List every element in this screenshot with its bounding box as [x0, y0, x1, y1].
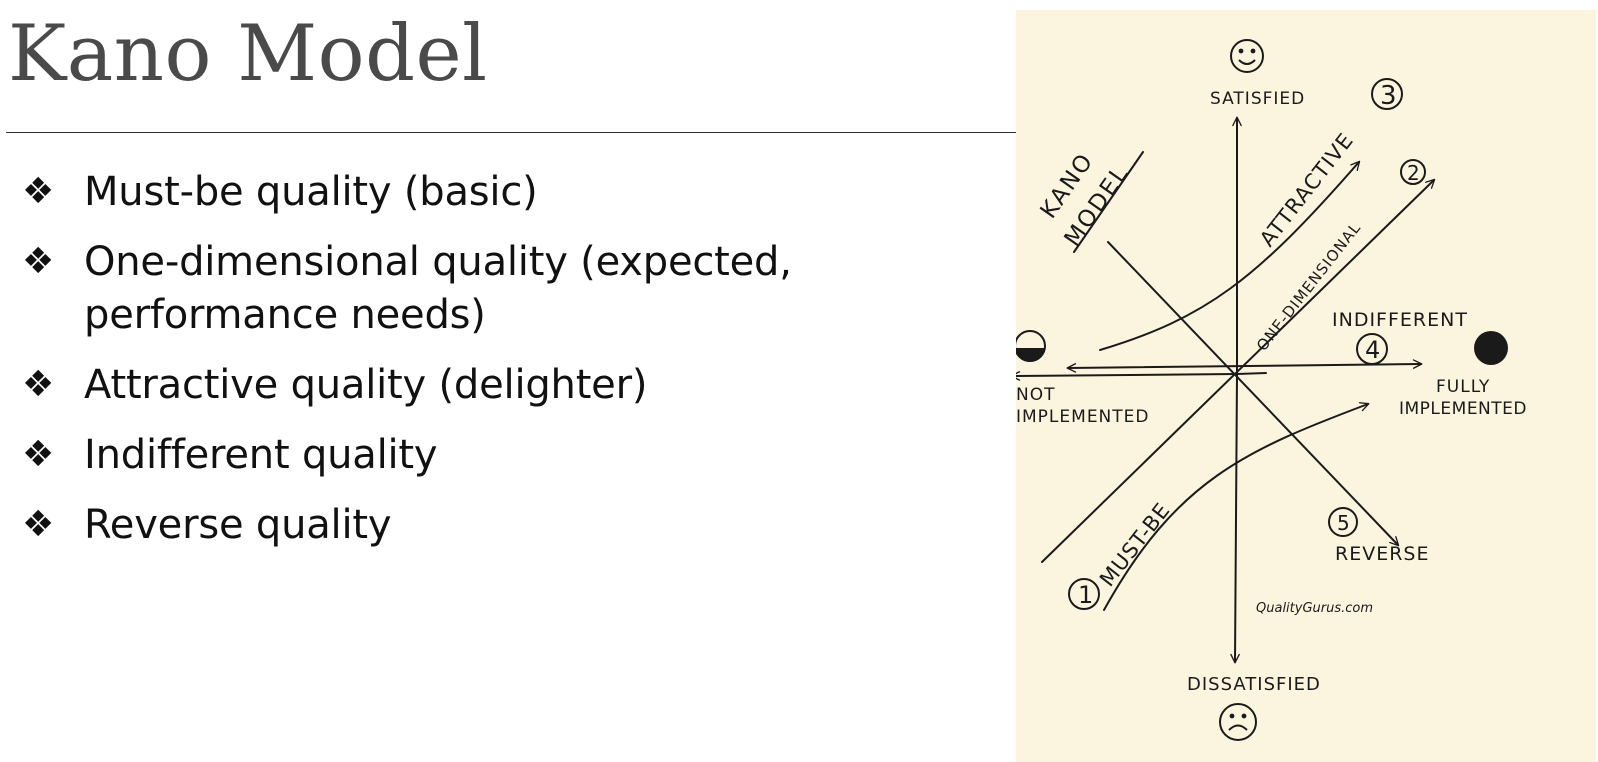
kano-diagram: SATISFIED DISSATISFIED NOT IMPLEMENTED F… — [1016, 10, 1596, 762]
slide-title: Kano Model — [8, 9, 488, 99]
list-item: ❖ Indifferent quality — [22, 429, 882, 482]
number-circle-4 — [1356, 333, 1388, 365]
reverse-line — [1107, 241, 1400, 547]
full-circle-icon — [1474, 331, 1508, 365]
list-item: ❖ Attractive quality (delighter) — [22, 359, 882, 412]
dissatisfied-label: DISSATISFIED — [1187, 674, 1321, 695]
fully-implemented-label-line1: FULLY — [1436, 377, 1490, 397]
credit-text: QualityGurus.com — [1256, 601, 1373, 616]
list-item: ❖ Reverse quality — [22, 499, 882, 552]
empty-circle-icon — [1016, 330, 1046, 362]
number-label-2: 2 — [1407, 161, 1420, 185]
list-item-text: Reverse quality — [84, 502, 392, 548]
fully-implemented-label-line2: IMPLEMENTED — [1399, 399, 1527, 419]
reverse-label: REVERSE — [1335, 543, 1429, 565]
list-item-text: Indifferent quality — [84, 432, 438, 478]
heading-underline — [1073, 151, 1144, 253]
title-divider — [6, 132, 1016, 133]
list-item: ❖ One-dimensional quality (expected, per… — [22, 236, 882, 342]
satisfied-label: SATISFIED — [1210, 89, 1305, 109]
diagram-ink — [1016, 116, 1436, 664]
must-be-curve — [1103, 402, 1370, 611]
number-circle-5 — [1328, 507, 1358, 537]
satisfied-smiley-icon — [1230, 39, 1264, 73]
satisfaction-axis-lower — [1230, 373, 1240, 664]
number-label-1: 1 — [1078, 581, 1093, 609]
dissatisfied-frown-icon — [1219, 703, 1257, 741]
number-label-5: 5 — [1337, 511, 1350, 535]
number-circle-1 — [1068, 578, 1100, 610]
kano-diagram-svg: SATISFIED DISSATISFIED NOT IMPLEMENTED F… — [1016, 10, 1596, 762]
list-item-text: Must-be quality (basic) — [84, 169, 538, 215]
list-item-text: One-dimensional quality (expected, perfo… — [84, 239, 792, 338]
one-dimensional-line — [1041, 178, 1436, 563]
number-circle-3 — [1371, 78, 1403, 110]
number-circles — [1068, 78, 1426, 610]
number-label-3: 3 — [1380, 81, 1397, 111]
diagram-background — [1016, 10, 1596, 762]
quality-type-list: ❖ Must-be quality (basic) ❖ One-dimensio… — [22, 166, 882, 569]
not-implemented-label-line2: IMPLEMENTED — [1016, 407, 1150, 427]
number-circle-2 — [1400, 159, 1426, 185]
attractive-curve — [1099, 160, 1361, 351]
not-implemented-label-line1: NOT — [1016, 385, 1055, 405]
list-item-text: Attractive quality (delighter) — [84, 362, 648, 408]
diamond-bullet-icon: ❖ — [22, 364, 55, 405]
diamond-bullet-icon: ❖ — [22, 171, 55, 212]
implementation-axis-right — [1236, 372, 1267, 375]
diamond-bullet-icon: ❖ — [22, 434, 55, 475]
diamond-bullet-icon: ❖ — [22, 504, 55, 545]
indifferent-label: INDIFFERENT — [1332, 309, 1468, 331]
number-label-4: 4 — [1365, 336, 1380, 364]
list-item: ❖ Must-be quality (basic) — [22, 166, 882, 219]
implementation-axis-left — [1016, 371, 1238, 381]
diamond-bullet-icon: ❖ — [22, 241, 55, 282]
